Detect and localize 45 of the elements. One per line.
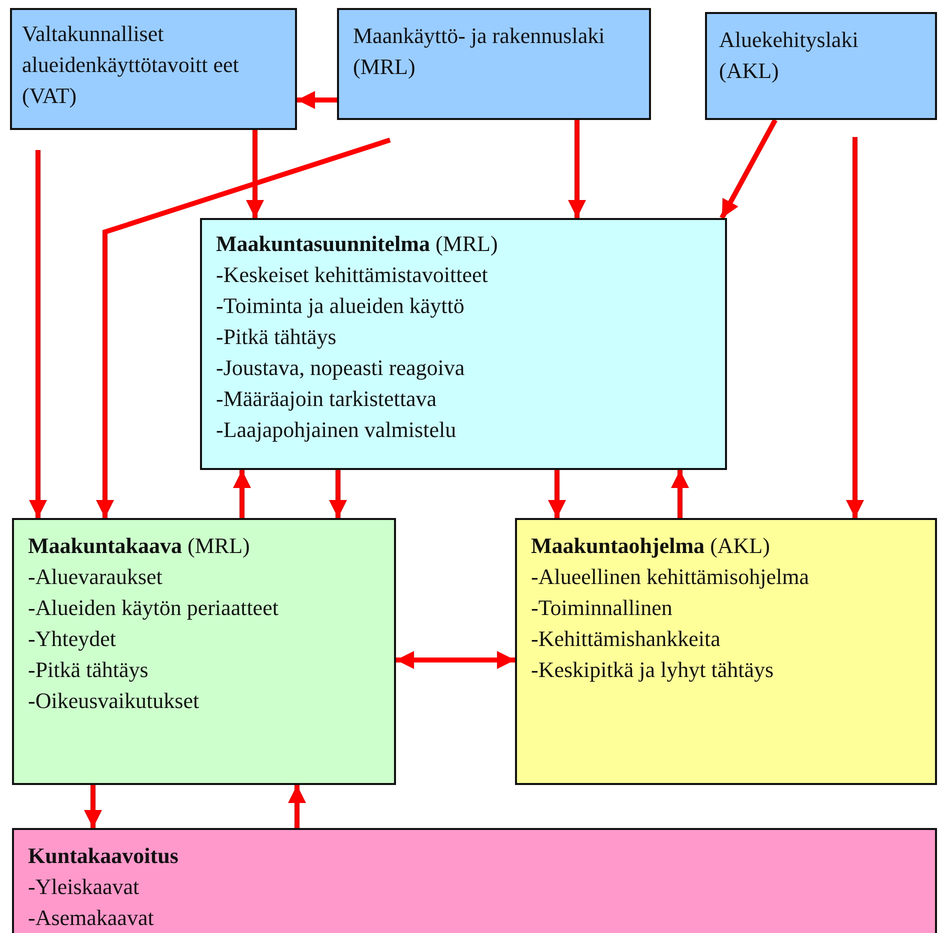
plan-box	[515, 518, 937, 785]
law-box	[10, 8, 297, 130]
box-title: Aluekehityslaki (AKL)	[719, 26, 860, 85]
bullet-item: -Määräajoin tarkistettava	[216, 385, 437, 413]
box-title: Maankäyttö- ja rakennuslaki (MRL)	[353, 22, 606, 81]
arrow	[288, 785, 306, 828]
box-heading: Maakuntaohjelma (AKL)	[531, 532, 770, 560]
bullet-item: -Keskipitkä ja lyhyt tähtäys	[531, 656, 774, 684]
plan-box	[12, 518, 396, 785]
arrow	[568, 120, 586, 218]
bullet-item: -Asemakaavat	[28, 904, 154, 932]
plan-box	[200, 218, 727, 470]
arrow	[297, 91, 337, 109]
bullet-item: -Oikeusvaikutukset	[28, 687, 200, 715]
box-heading: Maakuntasuunnitelma (MRL)	[216, 230, 498, 258]
bullet-item: -Alueellinen kehittämisohjelma	[531, 563, 809, 591]
law-box	[705, 12, 937, 120]
bullet-item: -Joustava, nopeasti reagoiva	[216, 354, 465, 382]
bullet-item: -Kehittämishankkeita	[531, 625, 720, 653]
plan-box	[12, 828, 937, 933]
bullet-item: -Yleiskaavat	[28, 873, 140, 901]
arrow	[29, 150, 47, 518]
arrow	[396, 651, 515, 669]
bullet-item: -Toiminta ja alueiden käyttö	[216, 292, 464, 320]
box-heading: Maakuntakaava (MRL)	[28, 532, 250, 560]
bullet-item: -Aluevaraukset	[28, 563, 162, 591]
arrow	[233, 470, 251, 518]
bullet-item: -Yhteydet	[28, 625, 116, 653]
arrow	[548, 470, 566, 518]
box-title: Valtakunnalliset alueidenkäyttötavoitt eet (VAT)	[22, 20, 240, 110]
arrow	[246, 130, 264, 218]
bullet-item: -Laajapohjainen valmistelu	[216, 416, 456, 444]
bullet-item: -Pitkä tähtäys	[216, 323, 336, 351]
bullet-item: -Alueiden käytön periaatteet	[28, 594, 278, 622]
arrow	[671, 470, 689, 518]
arrow	[720, 118, 778, 220]
bullet-item: -Toiminnallinen	[531, 594, 672, 622]
box-heading: Kuntakaavoitus	[28, 842, 178, 870]
arrow	[329, 470, 347, 518]
bullet-item: -Keskeiset kehittämistavoitteet	[216, 261, 488, 289]
arrow	[846, 137, 864, 518]
arrow	[84, 785, 102, 828]
arrow	[96, 138, 391, 518]
law-box	[337, 8, 651, 120]
bullet-item: -Pitkä tähtäys	[28, 656, 148, 684]
